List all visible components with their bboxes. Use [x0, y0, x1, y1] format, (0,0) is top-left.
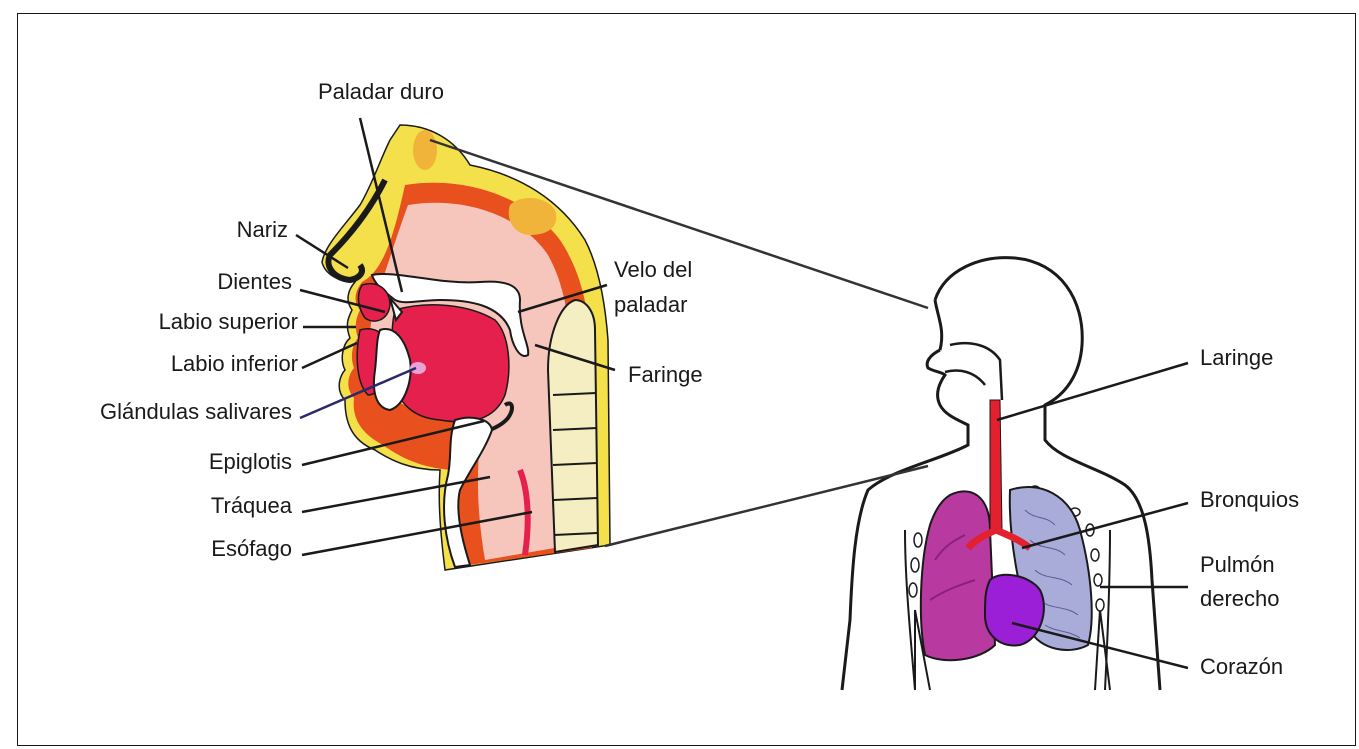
label-epiglotis: Epiglotis	[100, 450, 292, 474]
label-velo-del: Velo del	[614, 258, 692, 282]
label-paladar-duro: Paladar duro	[318, 80, 444, 104]
label-glandulas-salivares: Glándulas salivares	[20, 400, 292, 424]
face-profile	[935, 300, 942, 350]
spine	[548, 300, 598, 552]
label-nariz: Nariz	[180, 218, 288, 242]
label-faringe: Faringe	[628, 363, 703, 387]
body-figure	[842, 258, 1160, 690]
label-derecho: derecho	[1200, 587, 1280, 611]
label-laringe: Laringe	[1200, 346, 1273, 370]
leader-laringe	[997, 363, 1188, 420]
label-esofago: Esófago	[100, 537, 292, 561]
left-lung	[921, 491, 995, 660]
head-cross-section	[322, 125, 610, 570]
label-traquea: Tráquea	[100, 494, 292, 518]
heart	[985, 575, 1044, 646]
label-corazon: Corazón	[1200, 655, 1283, 679]
skin-fat-blob	[413, 130, 437, 170]
label-pulmon: Pulmón	[1200, 553, 1275, 577]
label-bronquios: Bronquios	[1200, 488, 1299, 512]
leader-corazon	[1012, 623, 1188, 668]
oral-airway	[945, 371, 985, 385]
salivary-gland	[410, 362, 426, 374]
label-paladar: paladar	[614, 293, 687, 317]
label-dientes: Dientes	[150, 270, 292, 294]
label-labio-superior: Labio superior	[60, 310, 298, 334]
label-labio-inferior: Labio inferior	[60, 352, 298, 376]
